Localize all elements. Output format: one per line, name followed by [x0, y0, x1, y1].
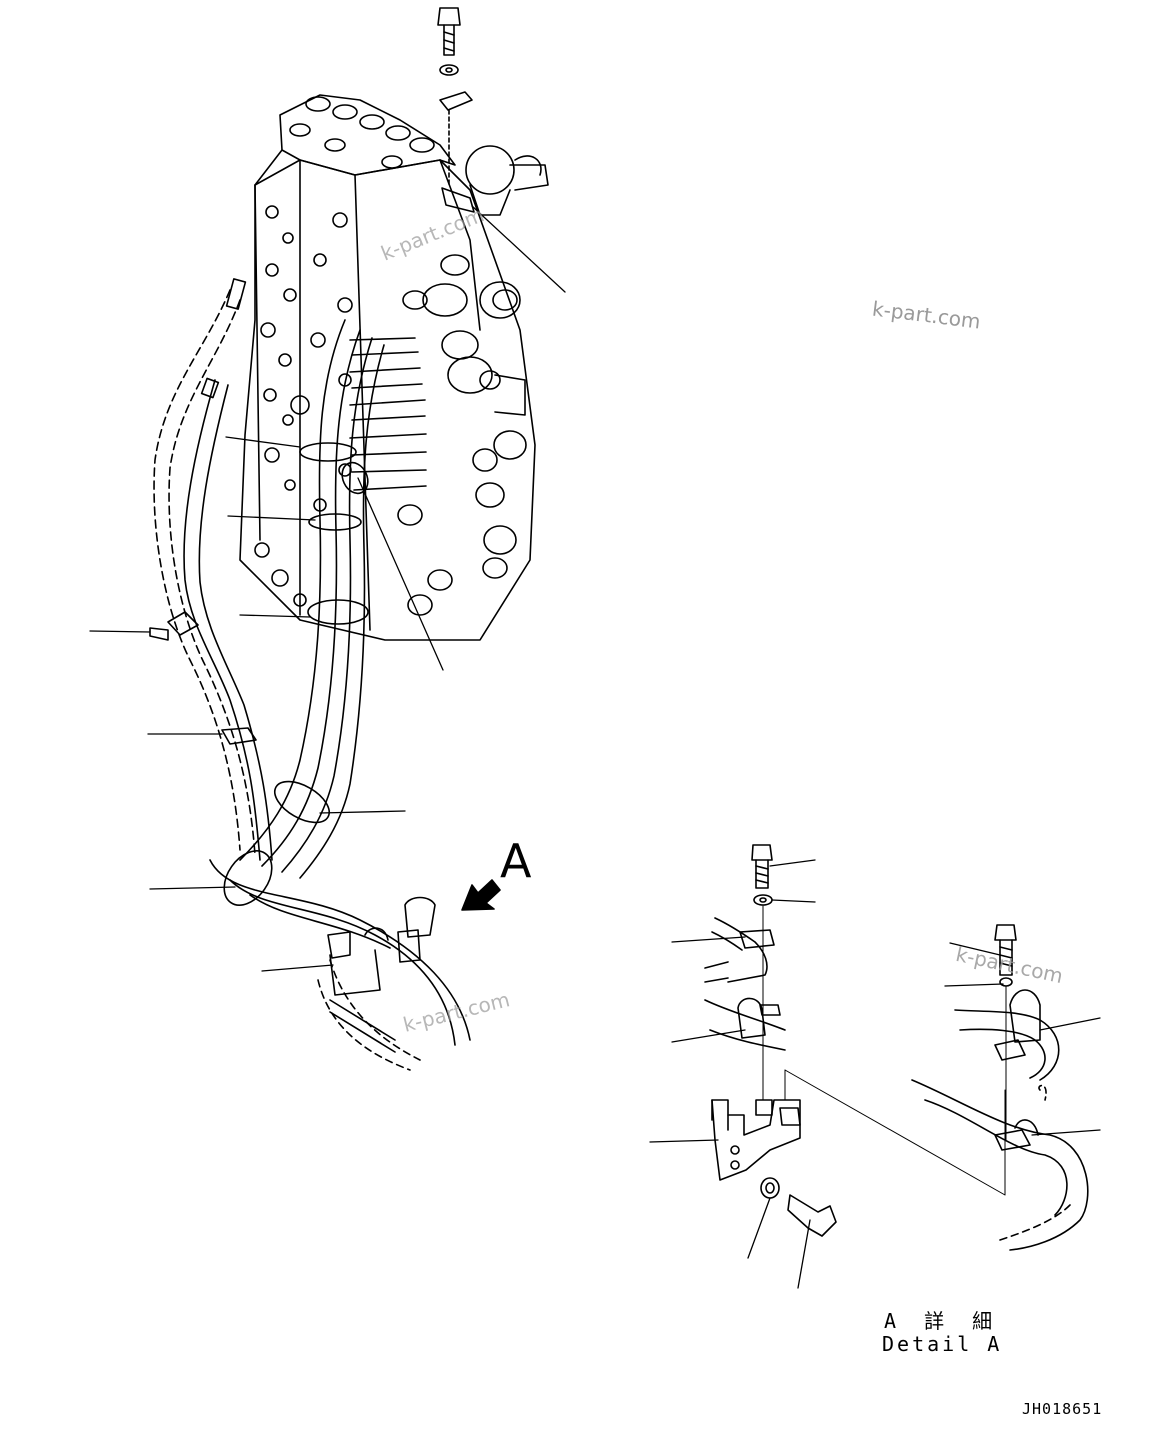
drawing-code: JH018651 — [1022, 1400, 1103, 1418]
view-arrow — [461, 879, 501, 911]
top-spool-caps — [289, 96, 435, 169]
hose-port-bands — [349, 337, 427, 491]
control-valve-block — [239, 94, 549, 641]
detail-a-assembled-right — [911, 924, 1089, 1251]
hose-bundle — [153, 278, 471, 1071]
detail-title-english: Detail A — [882, 1332, 1003, 1356]
accumulator — [465, 145, 549, 216]
lower-bracket — [327, 896, 436, 996]
leader-lines-detail — [649, 859, 1101, 1289]
leader-lines-main — [89, 205, 566, 972]
valve-face-ports — [254, 205, 353, 607]
detail-title-japanese: A 詳 細 — [884, 1309, 1001, 1333]
view-arrow-label: A — [500, 834, 532, 888]
right-side-fittings — [397, 254, 527, 616]
detail-a-exploded-left — [704, 844, 1006, 1237]
top-bolt-stack — [437, 7, 475, 213]
hose-clamps — [149, 442, 369, 906]
